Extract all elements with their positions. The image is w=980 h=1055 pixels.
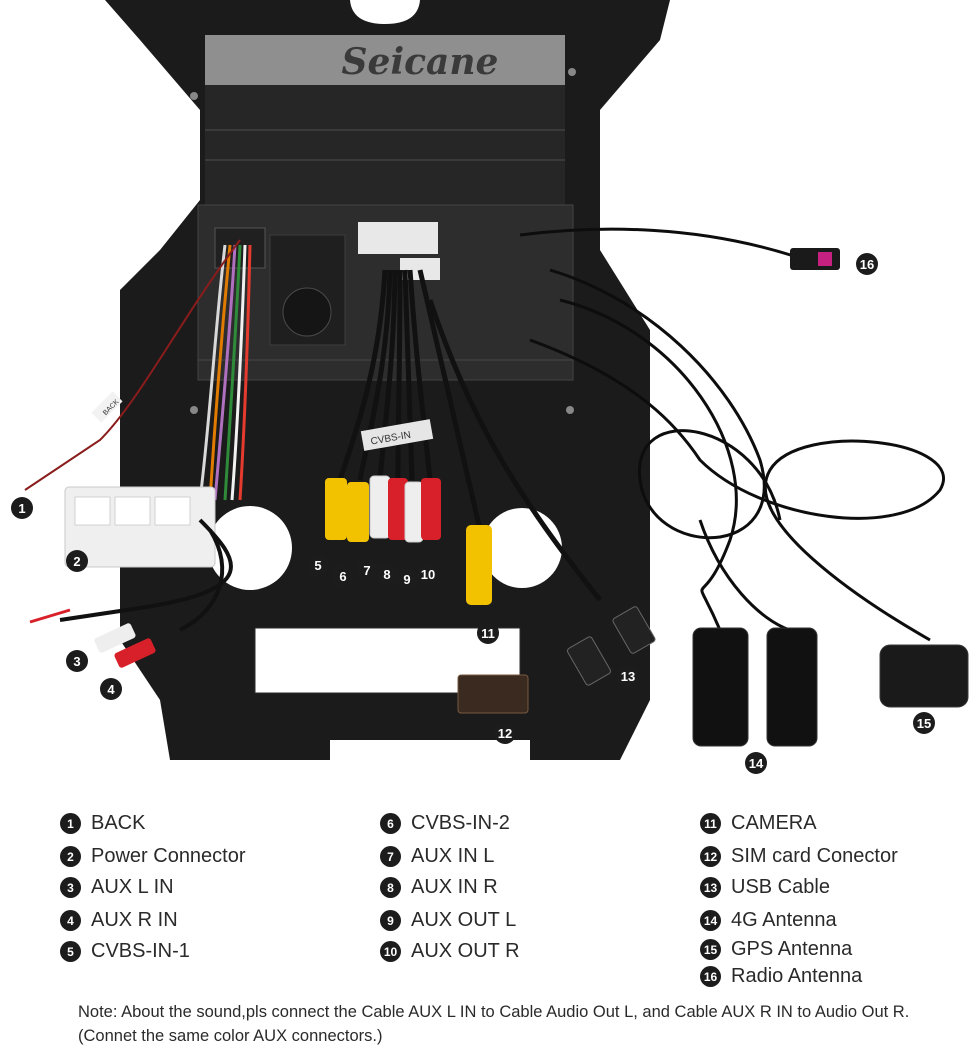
svg-text:4: 4 — [107, 682, 115, 697]
gps-antenna — [879, 644, 969, 708]
callout-15: 15 — [913, 712, 935, 734]
svg-text:10: 10 — [421, 567, 435, 582]
svg-text:11: 11 — [481, 626, 495, 641]
svg-text:15: 15 — [917, 716, 931, 731]
callout-11: 11 — [477, 622, 499, 644]
usb-plug — [566, 636, 612, 686]
callout-10: 10 — [417, 563, 439, 585]
4g-antenna-left — [692, 627, 749, 747]
svg-text:14: 14 — [749, 756, 764, 771]
svg-text:6: 6 — [339, 569, 346, 584]
brand-logo: Seicane — [342, 41, 499, 83]
callout-13: 13 — [617, 665, 639, 687]
4g-antenna-right — [766, 627, 818, 747]
callout-1: 1 — [11, 497, 33, 519]
svg-text:3: 3 — [73, 654, 80, 669]
product-wiring-photo: Seicane BACK CVBS-IN — [11, 0, 969, 774]
callout-8: 8 — [376, 563, 398, 585]
svg-text:2: 2 — [73, 554, 80, 569]
back-wire — [24, 239, 241, 491]
connection-note: Note: About the sound,pls connect the Ca… — [78, 1003, 910, 1045]
svg-text:7: 7 — [363, 563, 370, 578]
antenna-cables — [519, 227, 945, 642]
callout-6: 6 — [332, 565, 354, 587]
callout-5: 5 — [307, 554, 329, 576]
callout-12: 12 — [494, 722, 516, 744]
callout-16: 16 — [856, 253, 878, 275]
rca-plugs — [325, 475, 492, 605]
svg-text:9: 9 — [403, 572, 410, 587]
callout-2: 2 — [66, 550, 88, 572]
svg-text:5: 5 — [314, 558, 321, 573]
brand-strip — [205, 35, 565, 85]
rca-bundle — [337, 269, 483, 531]
svg-text:12: 12 — [498, 726, 512, 741]
callout-14: 14 — [745, 752, 767, 774]
svg-text:8: 8 — [383, 567, 390, 582]
sim-card-module — [457, 674, 529, 714]
svg-text:16: 16 — [860, 257, 874, 272]
svg-text:1: 1 — [18, 501, 25, 516]
power-harness-wires — [198, 244, 252, 501]
callout-7: 7 — [356, 559, 378, 581]
callout-4: 4 — [100, 678, 122, 700]
radio-antenna-plug — [790, 248, 840, 270]
callout-3: 3 — [66, 650, 88, 672]
svg-text:13: 13 — [621, 669, 635, 684]
callout-9: 9 — [396, 568, 418, 590]
